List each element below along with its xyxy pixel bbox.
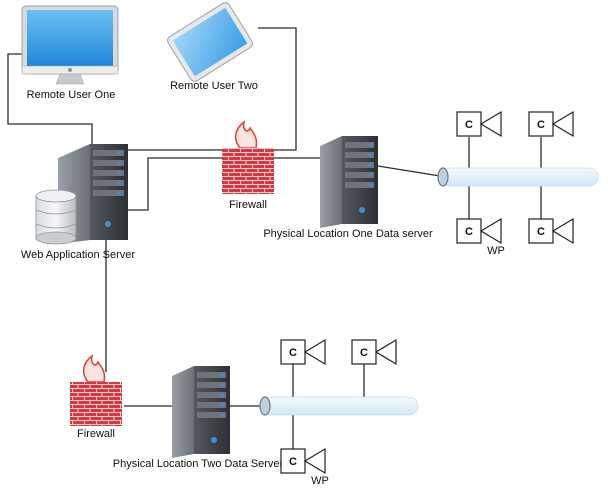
camera-1[interactable]: C	[456, 110, 502, 138]
firewall-icon	[70, 354, 122, 426]
camera-lens-icon	[374, 338, 397, 366]
camera-label: C	[360, 347, 368, 359]
camera-lens-icon	[551, 217, 574, 245]
location-two-server-label: Physical Location Two Data Server	[113, 458, 284, 470]
firewall-icon	[222, 120, 274, 194]
camera-lens-icon	[551, 110, 574, 138]
server-tower-icon	[320, 136, 378, 228]
camera-3[interactable]: C	[456, 217, 502, 245]
camera-lens-icon	[303, 447, 326, 475]
database-icon	[35, 189, 77, 245]
camera-label: C	[537, 119, 545, 131]
camera-label: C	[465, 119, 473, 131]
camera-lens-icon	[479, 110, 502, 138]
camera-6[interactable]: C	[351, 338, 397, 366]
firewall-bottom[interactable]: Firewall	[70, 354, 122, 440]
firewall-bottom-label: Firewall	[77, 428, 115, 440]
camera-5[interactable]: C	[280, 338, 326, 366]
wp-label-one: WP	[487, 245, 505, 257]
web-application-server[interactable]: Web Application Server	[21, 144, 135, 261]
location-two-server[interactable]: Physical Location Two Data Server	[113, 366, 284, 470]
firewall-top-label: Firewall	[229, 199, 267, 211]
location-one-server-label: Physical Location One Data server	[263, 228, 433, 240]
monitor-icon	[21, 5, 119, 85]
web-application-server-label: Web Application Server	[21, 249, 135, 261]
server-tower-icon	[172, 366, 230, 458]
camera-lens-icon	[479, 217, 502, 245]
network-bus-two	[259, 396, 419, 416]
camera-7[interactable]: C	[280, 447, 326, 475]
camera-lens-icon	[303, 338, 326, 366]
camera-label: C	[465, 226, 473, 238]
link-location-one-to-pipe	[377, 165, 441, 177]
camera-2[interactable]: C	[528, 110, 574, 138]
link-remote-user-two	[120, 27, 297, 151]
remote-user-two-label: Remote User Two	[170, 80, 258, 92]
remote-user-two[interactable]: Remote User Two	[166, 1, 258, 92]
network-bus-one	[437, 167, 599, 187]
connection-lines	[7, 27, 542, 449]
camera-4[interactable]: C	[528, 217, 574, 245]
firewall-top[interactable]: Firewall	[222, 120, 274, 211]
camera-label: C	[537, 226, 545, 238]
link-remote-user-one	[7, 53, 93, 148]
camera-label: C	[289, 456, 297, 468]
remote-user-one[interactable]: Remote User One	[21, 5, 119, 101]
location-one-server[interactable]: Physical Location One Data server	[263, 136, 433, 240]
camera-label: C	[289, 347, 297, 359]
wp-label-two: WP	[311, 475, 329, 487]
remote-user-one-label: Remote User One	[27, 89, 116, 101]
tablet-icon	[167, 2, 253, 82]
